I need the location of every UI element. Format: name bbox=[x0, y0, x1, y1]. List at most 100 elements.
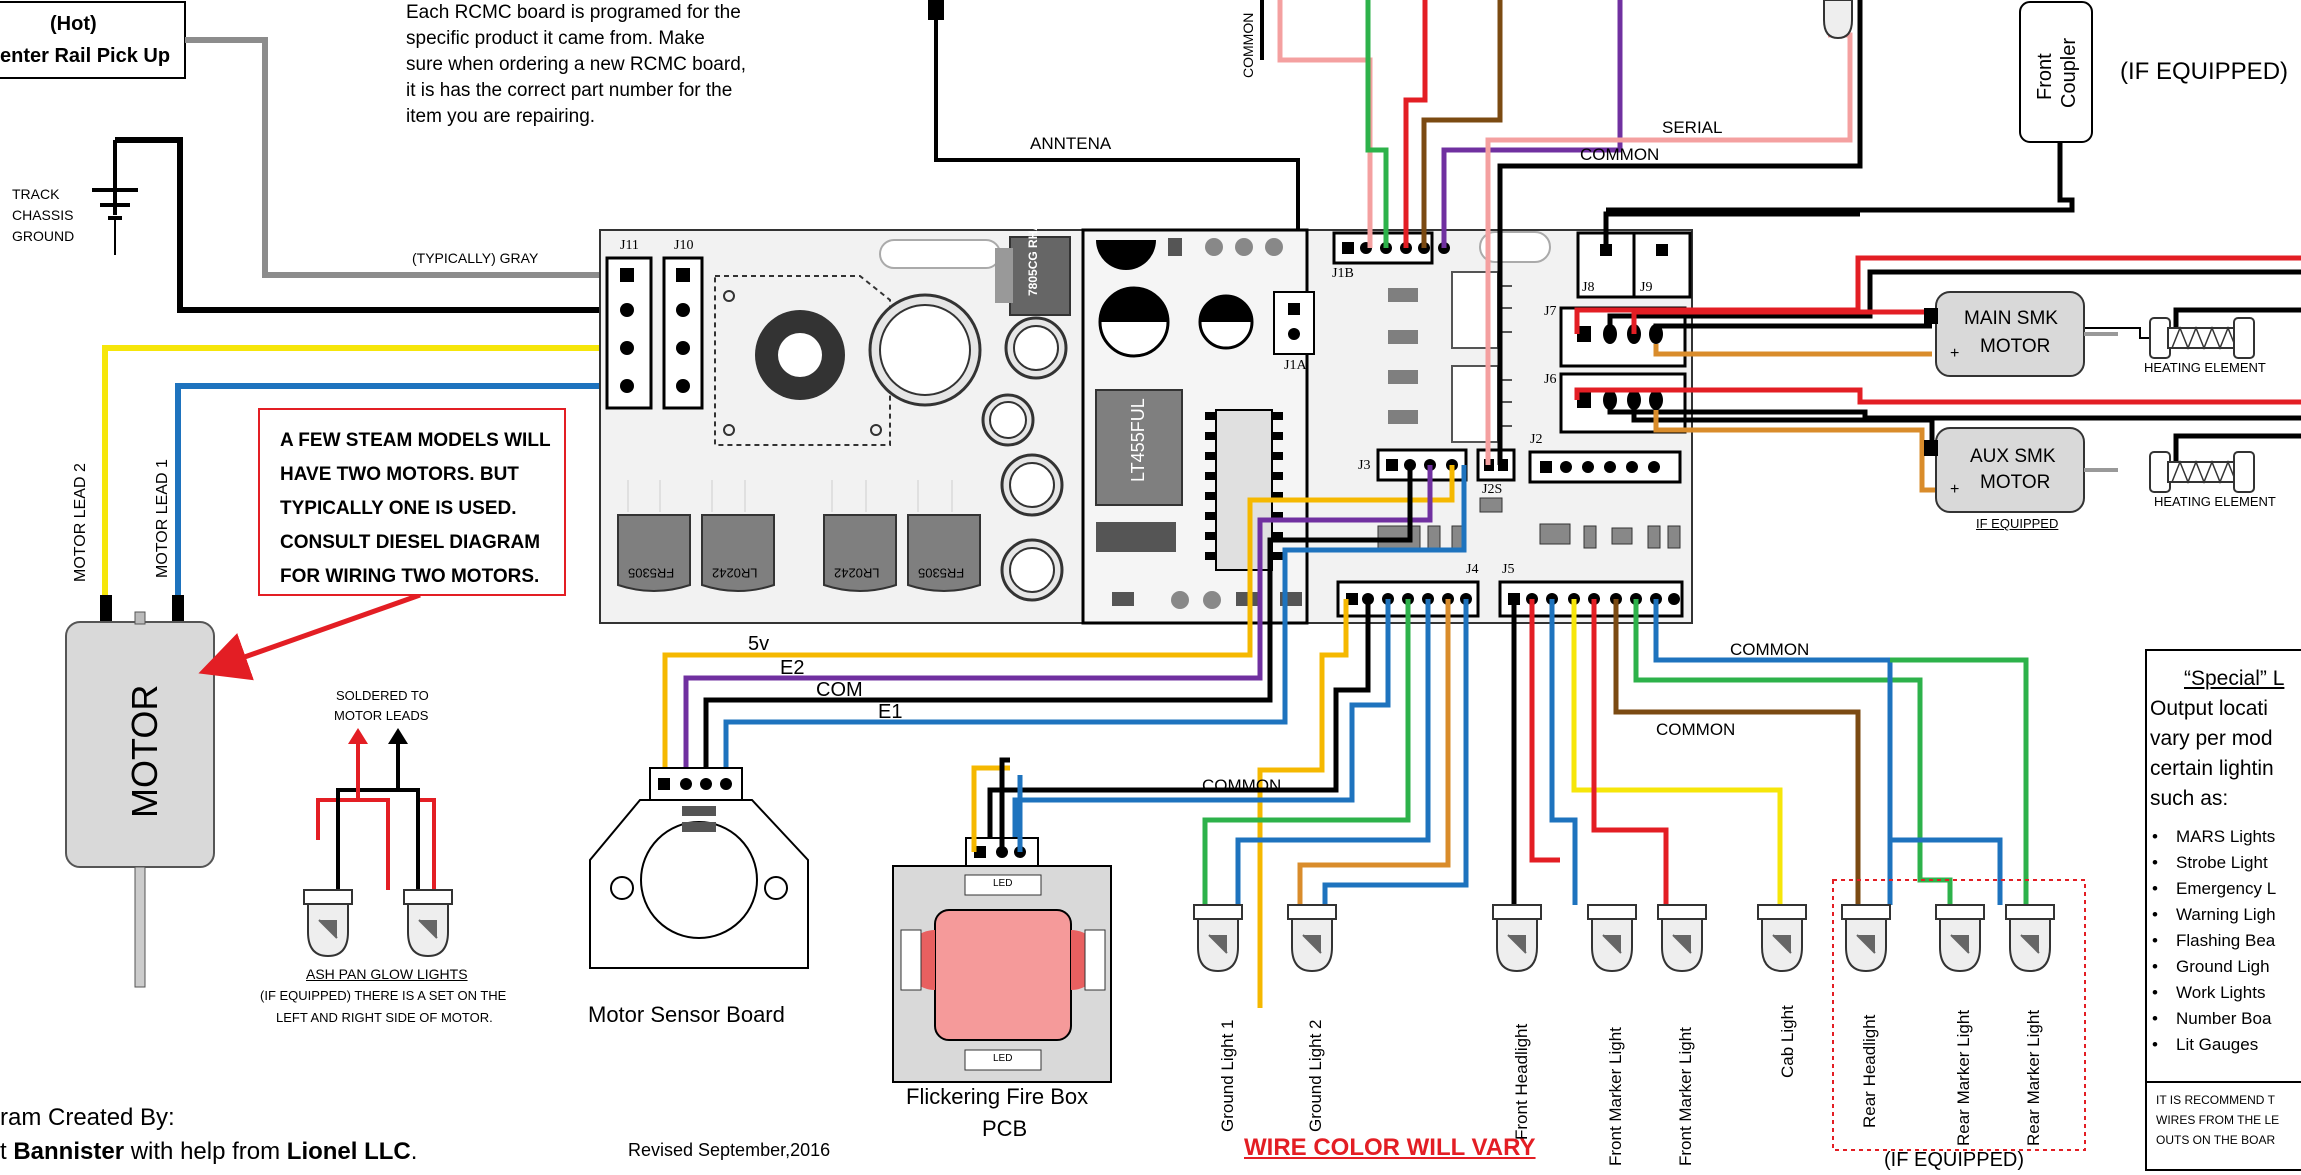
light-label: Front Marker Light bbox=[1606, 1027, 1625, 1166]
light-label: Rear Headlight bbox=[1860, 1014, 1879, 1128]
special-box-line: certain lightin bbox=[2150, 757, 2274, 780]
top-note-line: item you are repairing. bbox=[406, 106, 596, 127]
inductor-label-1: FR5305 bbox=[628, 565, 675, 581]
light-label: Front Marker Light bbox=[1676, 1027, 1695, 1166]
credits-line2: t Bannister with help from Lionel LLC. bbox=[0, 1138, 417, 1167]
top-note-line: it is has the correct part number for th… bbox=[406, 80, 733, 101]
typically-gray-label: (TYPICALLY) GRAY bbox=[412, 250, 539, 266]
special-list-item: Lit Gauges bbox=[2152, 1032, 2300, 1058]
special-list-item: Number Boa bbox=[2152, 1006, 2300, 1032]
warning-arrow bbox=[198, 592, 421, 681]
top-note: Each RCMC board is programed for the spe… bbox=[406, 0, 746, 130]
main-smoke-plus: + bbox=[1950, 345, 1960, 362]
inductor-label-4: FR5305 bbox=[918, 565, 965, 581]
regulator-label: 7805CG RHA46 bbox=[1026, 208, 1040, 296]
blue-motor-wire bbox=[175, 383, 632, 600]
special-list: MARS Lights Strobe Light Emergency L War… bbox=[2150, 824, 2300, 1058]
special-note-line: IT IS RECOMMEND T bbox=[2156, 1093, 2275, 1107]
heating-element-1 bbox=[2149, 317, 2255, 359]
front-coupler-line1: Front bbox=[2034, 53, 2056, 100]
j3-label: J3 bbox=[1358, 458, 1371, 473]
ground-symbol bbox=[92, 140, 138, 255]
warning-box: A FEW STEAM MODELS WILL HAVE TWO MOTORS.… bbox=[258, 408, 566, 596]
credits-period: . bbox=[410, 1138, 418, 1165]
light-label: Cab Light bbox=[1778, 1005, 1797, 1078]
main-smoke-motor bbox=[1935, 291, 2085, 377]
aux-smoke-plus: + bbox=[1950, 481, 1960, 498]
ground-wire bbox=[115, 137, 632, 313]
front-coupler-if-equipped: (IF EQUIPPED) bbox=[2120, 58, 2289, 85]
chassis-label: CHASSIS bbox=[12, 207, 74, 223]
j1a-label: J1A bbox=[1284, 358, 1307, 373]
yellow-motor-wire bbox=[102, 345, 632, 600]
warning-line: CONSULT DIESEL DIAGRAM bbox=[280, 532, 541, 553]
motor-sensor-label: Motor Sensor Board bbox=[588, 1002, 785, 1027]
rear-if-equipped-box bbox=[1832, 879, 2086, 1151]
j8-label: J8 bbox=[1582, 280, 1595, 295]
credits-with-help: with help from bbox=[124, 1138, 287, 1165]
top-note-line: Each RCMC board is programed for the bbox=[406, 2, 741, 23]
firebox-title-line1: Flickering Fire Box bbox=[906, 1084, 1089, 1109]
firebox-led-top: LED bbox=[993, 878, 1013, 889]
credits-company: Lionel LLC bbox=[286, 1138, 411, 1165]
warning-line: TYPICALLY ONE IS USED. bbox=[280, 498, 517, 519]
special-note-line: WIRES FROM THE LE bbox=[2156, 1113, 2280, 1127]
hot-pickup-line1: (Hot) bbox=[50, 13, 97, 35]
j6-label: J6 bbox=[1544, 372, 1557, 387]
common-top-label: COMMON bbox=[1580, 145, 1660, 164]
e2-label: E2 bbox=[780, 657, 805, 679]
special-box-content: “Special” L Output locati vary per mod c… bbox=[2150, 664, 2300, 1058]
j10-label: J10 bbox=[674, 238, 694, 253]
special-list-item: Flashing Bea bbox=[2152, 928, 2300, 954]
j5-label: J5 bbox=[1502, 562, 1515, 577]
wire-color-warning: WIRE COLOR WILL VARY bbox=[1244, 1134, 1536, 1161]
j7-label: J7 bbox=[1544, 304, 1557, 319]
common-firebox-label: COMMON bbox=[1202, 776, 1282, 795]
common-j5-label: COMMON bbox=[1656, 720, 1736, 739]
front-coupler-line2: Coupler bbox=[2058, 37, 2080, 108]
special-box-title: “Special” L bbox=[2184, 667, 2285, 690]
firebox-title-line2: PCB bbox=[982, 1116, 1028, 1141]
warning-line: HAVE TWO MOTORS. BUT bbox=[280, 464, 519, 485]
ash-pan-line3: LEFT AND RIGHT SIDE OF MOTOR. bbox=[276, 1010, 493, 1025]
aux-smoke-line2: MOTOR bbox=[1980, 472, 2051, 493]
special-list-item: Ground Ligh bbox=[2152, 954, 2300, 980]
j2s-label: J2S bbox=[1482, 482, 1503, 497]
special-box-note: IT IS RECOMMEND T WIRES FROM THE LE OUTS… bbox=[2156, 1090, 2301, 1150]
revised-label: Revised September,2016 bbox=[628, 1140, 831, 1160]
top-note-line: sure when ordering a new RCMC board, bbox=[406, 54, 747, 75]
common-vertical-label: COMMON bbox=[1240, 12, 1256, 78]
front-coupler-box bbox=[2019, 1, 2093, 143]
motor-label: MOTOR bbox=[124, 684, 165, 818]
j1b-label: J1B bbox=[1332, 266, 1354, 281]
light-label: Ground Light 2 bbox=[1306, 1019, 1325, 1132]
inductor-label-3: LR0242 bbox=[834, 565, 880, 581]
anntena-label: ANNTENA bbox=[1030, 134, 1112, 153]
main-smoke-line1: MAIN SMK bbox=[1964, 308, 2058, 329]
j9-label: J9 bbox=[1640, 280, 1653, 295]
j2-label: J2 bbox=[1530, 432, 1543, 447]
v5-label: 5v bbox=[748, 633, 770, 655]
firebox-led-bottom: LED bbox=[993, 1053, 1013, 1064]
serial-label: SERIAL bbox=[1662, 118, 1723, 137]
light-label: Front Headlight bbox=[1512, 1023, 1531, 1140]
ash-pan-line2: (IF EQUIPPED) THERE IS A SET ON THE bbox=[260, 988, 507, 1003]
motor-lead-1-label: MOTOR LEAD 1 bbox=[154, 459, 171, 578]
aux-smoke-motor bbox=[1935, 427, 2085, 513]
main-smoke-line2: MOTOR bbox=[1980, 336, 2051, 357]
credits-name: Bannister bbox=[13, 1138, 125, 1165]
special-list-item: Strobe Light bbox=[2152, 850, 2300, 876]
special-list-item: Work Lights bbox=[2152, 980, 2300, 1006]
rear-if-equipped-label: (IF EQUIPPED) bbox=[1884, 1149, 2025, 1171]
track-label: TRACK bbox=[12, 186, 60, 202]
soldered-line2: MOTOR LEADS bbox=[334, 708, 429, 723]
soldered-line1: SOLDERED TO bbox=[336, 688, 429, 703]
heating-element-2 bbox=[2149, 451, 2255, 493]
light-label: Rear Marker Light bbox=[1954, 1009, 1973, 1146]
e1-label: E1 bbox=[878, 701, 903, 723]
heating-element-label-1: HEATING ELEMENT bbox=[2144, 360, 2266, 375]
motor-lead-2-label: MOTOR LEAD 2 bbox=[72, 463, 89, 582]
warning-line: FOR WIRING TWO MOTORS. bbox=[280, 566, 540, 587]
special-box-line: vary per mod bbox=[2150, 727, 2273, 750]
credits-line1: ram Created By: bbox=[0, 1104, 175, 1131]
